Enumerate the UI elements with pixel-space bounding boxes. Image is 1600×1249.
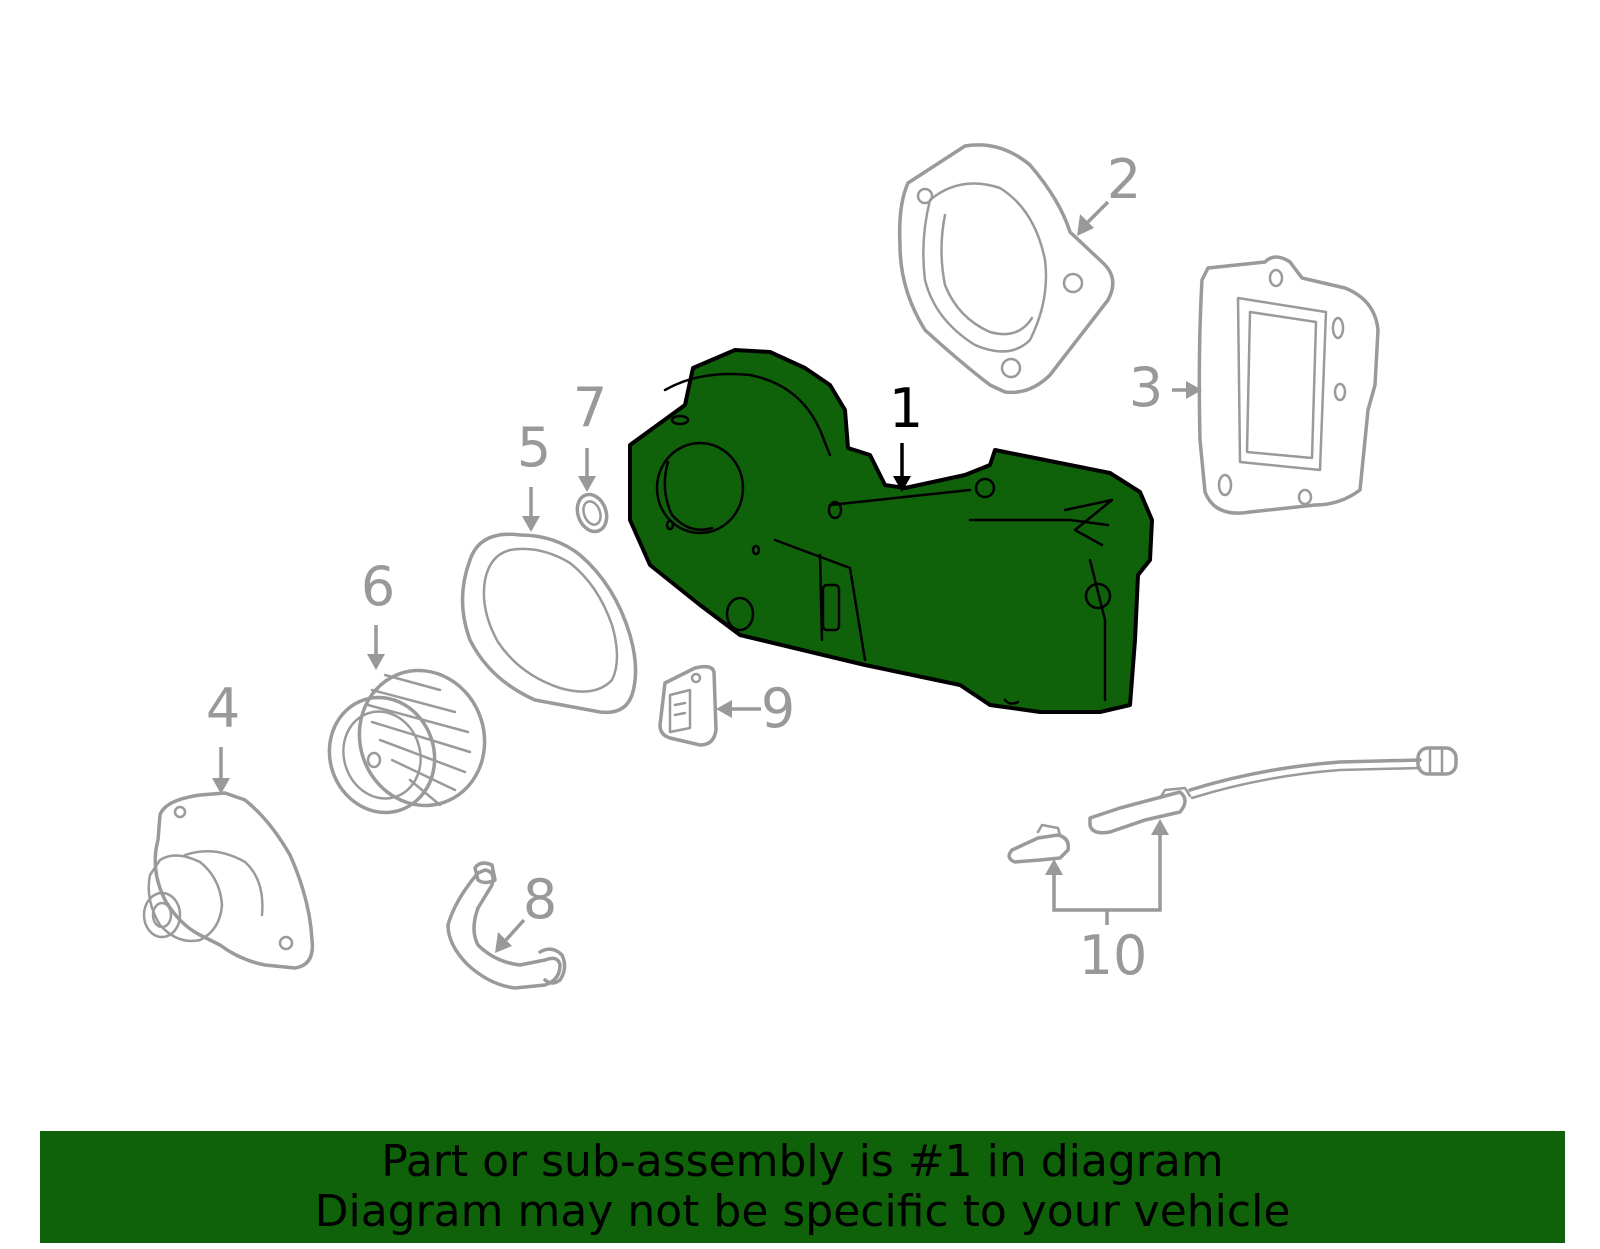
callout-6[interactable]: 6 bbox=[361, 555, 395, 618]
part-2-gasket[interactable] bbox=[897, 143, 1115, 395]
part-8-hose[interactable] bbox=[446, 861, 567, 990]
callout-9[interactable]: 9 bbox=[761, 677, 795, 740]
leader-arrow-9 bbox=[716, 700, 761, 718]
part-4-blower-motor[interactable] bbox=[142, 791, 315, 970]
leader-bracket-10 bbox=[1045, 819, 1169, 925]
leader-arrow-7 bbox=[578, 448, 596, 492]
leader-arrow-1 bbox=[893, 443, 911, 492]
leader-arrow-6 bbox=[367, 625, 385, 670]
part-7-o-ring[interactable] bbox=[572, 490, 611, 535]
leader-arrow-5 bbox=[522, 487, 540, 532]
banner-line-selected-part: Part or sub-assembly is #1 in diagram bbox=[381, 1136, 1224, 1187]
callout-7[interactable]: 7 bbox=[573, 376, 607, 439]
callout-1[interactable]: 1 bbox=[889, 377, 923, 440]
banner-line-disclaimer: Diagram may not be specific to your vehi… bbox=[314, 1186, 1291, 1237]
part-1-blower-housing[interactable] bbox=[628, 348, 1154, 714]
info-banner: Part or sub-assembly is #1 in diagram Di… bbox=[40, 1131, 1565, 1243]
callout-8[interactable]: 8 bbox=[523, 868, 557, 931]
leader-arrow-4 bbox=[212, 747, 230, 794]
callout-3[interactable]: 3 bbox=[1129, 356, 1163, 419]
leader-arrow-8 bbox=[495, 918, 526, 953]
callout-10[interactable]: 10 bbox=[1079, 924, 1148, 987]
leader-arrow-3 bbox=[1172, 381, 1202, 399]
part-1-housing-fill bbox=[628, 348, 1154, 714]
callout-2[interactable]: 2 bbox=[1107, 148, 1141, 211]
part-3-seal[interactable] bbox=[1197, 255, 1380, 515]
part-5-ring[interactable] bbox=[460, 532, 638, 715]
callout-5[interactable]: 5 bbox=[517, 416, 551, 479]
part-10-sensor[interactable] bbox=[1007, 746, 1458, 864]
callout-4[interactable]: 4 bbox=[206, 677, 240, 740]
leader-arrow-2 bbox=[1077, 200, 1110, 236]
part-9-resistor[interactable] bbox=[658, 664, 718, 747]
part-6-blower-wheel[interactable] bbox=[315, 654, 502, 826]
